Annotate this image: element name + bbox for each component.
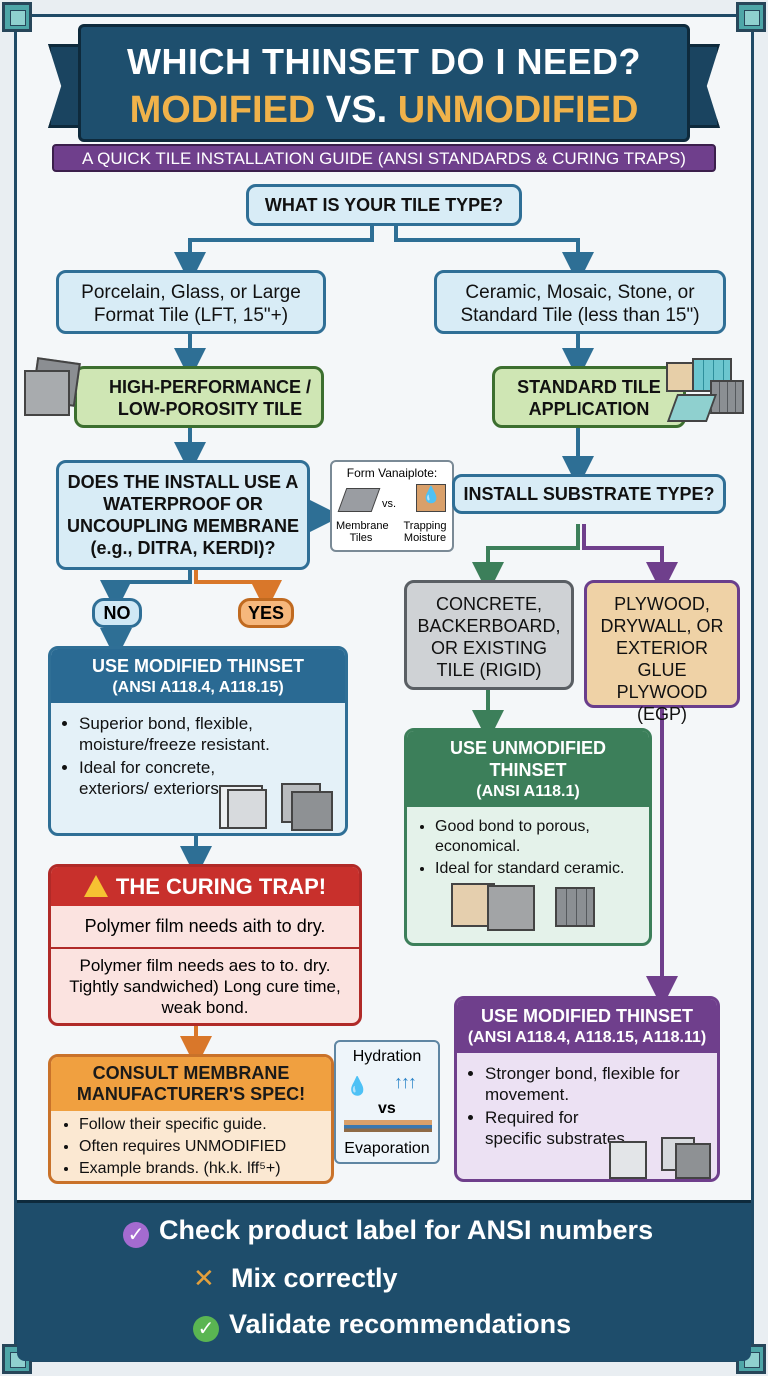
- inset-left-label: Membrane Tiles: [336, 520, 389, 544]
- use-modified-card-left: USE MODIFIED THINSET (ANSI A118.4, A118.…: [48, 646, 348, 836]
- card-bullets: Superior bond, flexible, moisture/freeze…: [51, 713, 345, 799]
- evaporation-label: Evaporation: [344, 1140, 430, 1157]
- bullet: Ideal for standard ceramic.: [435, 859, 639, 879]
- green-check-icon: ✓: [193, 1316, 219, 1342]
- title-modified: MODIFIED: [129, 89, 316, 131]
- bullet: Stronger bond, flexible for movement.: [485, 1063, 705, 1105]
- water-drop-icon: 💧: [416, 484, 446, 512]
- rigid-substrate: CONCRETE, BACKERBOARD, OR EXISTING TILE …: [404, 580, 574, 690]
- mosaic-tiles-icon: [664, 358, 746, 428]
- inset-vs: vs.: [382, 498, 397, 510]
- inset-right-label: Trapping Moisture: [403, 520, 447, 544]
- footer-item-2: ✕ Mix correctly: [193, 1263, 398, 1294]
- bullet: Required for specific substrates.: [485, 1107, 705, 1149]
- membrane-inset: Form Vanaiplote: vs. 💧 Membrane Tiles Tr…: [330, 460, 454, 552]
- membrane-icon: [337, 488, 381, 512]
- gray-tiles-icon: [609, 1137, 717, 1179]
- inset-title: Form Vanaiplote:: [346, 466, 438, 480]
- bullet: Good bond to porous, economical.: [435, 817, 639, 857]
- right-category: STANDARD TILE APPLICATION: [492, 366, 686, 428]
- subtitle-bar: A QUICK TILE INSTALLATION GUIDE (ANSI ST…: [52, 144, 716, 172]
- title-unmodified: UNMODIFIED: [397, 89, 639, 131]
- yes-label: YES: [238, 598, 294, 628]
- warning-icon: [83, 875, 108, 897]
- wood-substrate: PLYWOOD, DRYWALL, OR EXTERIOR GLUE PLYWO…: [584, 580, 740, 724]
- gray-tiles-icon: [219, 783, 339, 831]
- hydration-inset: Hydration 💧 ↑↑↑ vs Evaporation: [334, 1040, 440, 1164]
- bullet: Ideal for concrete, exteriors/ exteriors…: [79, 757, 335, 799]
- start-question: WHAT IS YOUR TILE TYPE?: [246, 184, 522, 226]
- title-line1: WHICH THINSET DO I NEED?: [127, 41, 641, 82]
- card-standard: (ANSI A118.1): [476, 783, 580, 800]
- consult-title: CONSULT MEMBRANE MANUFACTURER'S SPEC!: [51, 1057, 331, 1111]
- corner-ornament: [2, 2, 32, 32]
- no-label: NO: [92, 598, 142, 628]
- consult-bullets: Follow their specific guide. Often requi…: [51, 1115, 331, 1179]
- card-title: USE MODIFIED THINSET: [480, 1006, 693, 1026]
- card-bullets: Good bond to porous, economical. Ideal f…: [407, 817, 649, 879]
- trap-title: THE CURING TRAP!: [115, 874, 327, 899]
- substrate-question: INSTALL SUBSTRATE TYPE?: [452, 474, 726, 514]
- substrate-layers-icon: [344, 1120, 432, 1132]
- bullet: Superior bond, flexible, moisture/freeze…: [79, 713, 335, 755]
- left-category: HIGH-PERFORMANCE / LOW-POROSITY TILE: [74, 366, 324, 428]
- card-standard: (ANSI A118.4, A118.15): [112, 679, 284, 696]
- title-banner: WHICH THINSET DO I NEED? MODIFIED VS. UN…: [78, 24, 690, 142]
- card-bullets: Stronger bond, flexible for movement. Re…: [457, 1063, 717, 1149]
- footer-text: Validate recommendations: [229, 1309, 572, 1339]
- use-modified-card-right: USE MODIFIED THINSET (ANSI A118.4, A118.…: [454, 996, 720, 1182]
- droplets-icon: 💧: [346, 1076, 369, 1096]
- hydration-vs: vs: [378, 1100, 396, 1117]
- title-vs: VS.: [315, 89, 398, 131]
- hydration-label: Hydration: [352, 1048, 422, 1065]
- card-title: USE UNMODIFIED THINSET: [449, 738, 606, 780]
- tools-icon: ✕: [193, 1263, 215, 1293]
- stone-tiles-icon: [451, 881, 647, 935]
- footer-checklist: ✓ Check product label for ANSI numbers ✕ M…: [17, 1200, 751, 1361]
- right-tile-type: Ceramic, Mosaic, Stone, or Standard Tile…: [434, 270, 726, 334]
- trap-line2: Polymer film needs aes to to. dry. Tight…: [69, 956, 341, 1017]
- consult-card: CONSULT MEMBRANE MANUFACTURER'S SPEC! Fo…: [48, 1054, 334, 1184]
- left-tile-type: Porcelain, Glass, or Large Format Tile (…: [56, 270, 326, 334]
- bullet: Often requires UNMODIFIED: [79, 1137, 321, 1157]
- evaporation-arrows-icon: ↑↑↑: [394, 1072, 417, 1092]
- curing-trap-card: THE CURING TRAP! Polymer film needs aith…: [48, 864, 362, 1026]
- corner-ornament: [736, 2, 766, 32]
- bullet: Follow their specific guide.: [79, 1115, 321, 1135]
- trap-line1: Polymer film needs aith to dry.: [51, 906, 359, 949]
- membrane-question: DOES THE INSTALL USE A WATERPROOF OR UNC…: [56, 460, 310, 570]
- porcelain-tiles-icon: [24, 357, 82, 418]
- purple-check-icon: ✓: [123, 1222, 149, 1248]
- footer-item-1: ✓ Check product label for ANSI numbers: [123, 1215, 653, 1248]
- bullet: Example brands. (hk.k. lff⁵+): [79, 1159, 321, 1179]
- title-line2: MODIFIED VS. UNMODIFIED: [81, 89, 687, 132]
- card-title: USE MODIFIED THINSET: [91, 656, 304, 676]
- use-unmodified-card: USE UNMODIFIED THINSET (ANSI A118.1) Goo…: [404, 728, 652, 946]
- connector: [394, 224, 594, 284]
- footer-text: Check product label for ANSI numbers: [159, 1215, 654, 1245]
- footer-text: Mix correctly: [231, 1263, 398, 1293]
- connector: [174, 224, 374, 284]
- footer-item-3: ✓ Validate recommendations: [193, 1309, 571, 1342]
- card-standard: (ANSI A118.4, A118.15, A118.11): [467, 1029, 707, 1046]
